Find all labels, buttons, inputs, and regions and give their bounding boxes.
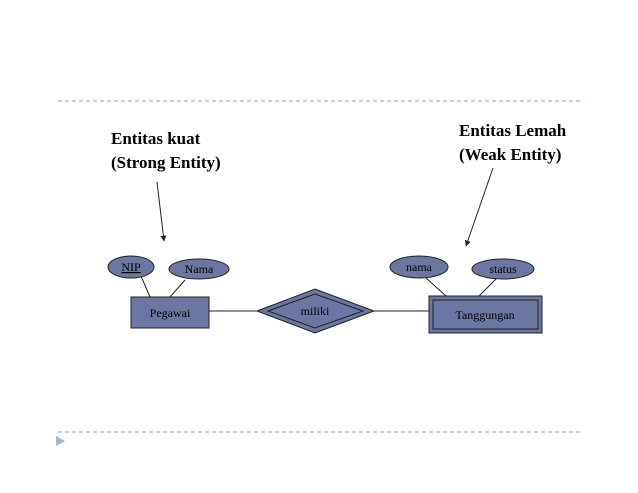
- relationship-miliki-outer: [255, 288, 376, 334]
- entity-tanggungan-outer: [428, 295, 543, 334]
- attribute-nama-weak-label: nama: [406, 260, 433, 274]
- attribute-status: [471, 258, 535, 280]
- weak-entity-annotation-line1: Entitas Lemah: [459, 121, 567, 140]
- connector-nama-weak: [425, 277, 447, 297]
- attribute-nama-weak: [389, 255, 449, 279]
- connector-status: [478, 278, 497, 297]
- strong-entity-arrow: [156, 181, 167, 242]
- weak-entity-arrow: [464, 167, 494, 247]
- strong-entity-annotation-line2: (Strong Entity): [111, 153, 221, 172]
- weak-entity-annotation-line2: (Weak Entity): [459, 145, 562, 164]
- attribute-nama-strong: [168, 258, 230, 280]
- strong-entity-annotation-line1: Entitas kuat: [111, 129, 201, 148]
- strong-entity-annotation: Entitas kuat (Strong Entity): [111, 127, 221, 175]
- connector-nama-strong: [169, 279, 186, 298]
- attribute-status-label: status: [489, 262, 517, 276]
- attribute-nip: [107, 255, 155, 279]
- attribute-nip-label: NIP: [121, 260, 141, 274]
- entity-tanggungan-inner: [432, 299, 539, 330]
- relationship-miliki-inner: [266, 293, 365, 329]
- weak-entity-annotation: Entitas Lemah (Weak Entity): [459, 119, 566, 167]
- entity-tanggungan-label: Tanggungan: [455, 308, 514, 322]
- attribute-nama-strong-label: Nama: [185, 262, 214, 276]
- connector-nip: [140, 275, 151, 298]
- slide-marker-icon: [56, 436, 65, 446]
- entity-pegawai: [130, 296, 210, 329]
- entity-pegawai-label: Pegawai: [150, 306, 191, 320]
- relationship-miliki-label: miliki: [301, 304, 330, 318]
